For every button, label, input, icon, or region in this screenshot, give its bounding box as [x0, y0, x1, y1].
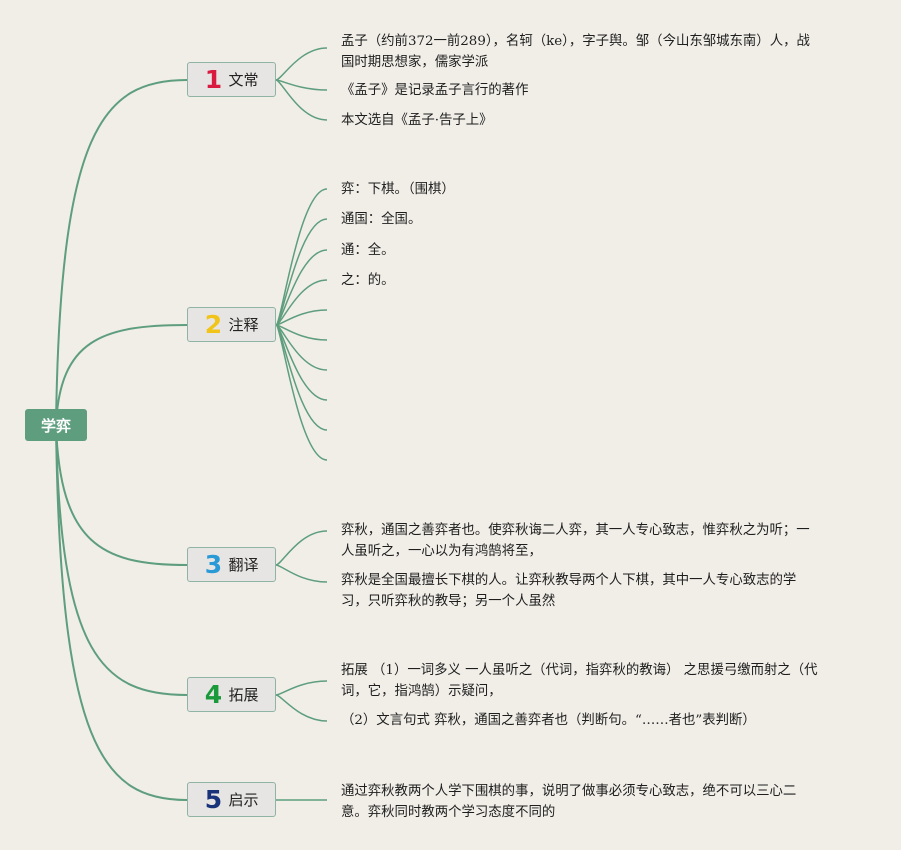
leaf-connector	[275, 324, 328, 341]
number-badge-5: 5	[204, 785, 223, 814]
leaf-text[interactable]: 通过弈秋教两个人学下围棋的事，说明了做事必须专心致志，绝不可以三心二意。弈秋同时…	[341, 782, 796, 823]
root-connector-3	[55, 424, 188, 566]
branch-node-1[interactable]: 1 文常	[187, 62, 276, 97]
leaf-line: 国时期思想家，儒家学派	[341, 54, 489, 70]
leaf-line: 弈：下棋。（围棋）	[341, 182, 455, 197]
number-badge-3: 3	[204, 550, 223, 579]
root-node[interactable]: 学弈	[25, 409, 87, 441]
branch-label-3: 翻译	[228, 556, 259, 574]
number-badge-2: 2	[204, 310, 223, 339]
branch-node-2[interactable]: 2 注释	[187, 307, 276, 342]
leaf-line: 孟子（约前372一前289），名轲（ke），字子舆。邹（今山东邹城东南）人，战	[341, 34, 810, 49]
leaf-line: 通过弈秋教两个人学下围棋的事，说明了做事必须专心致志，绝不可以三心二	[341, 784, 797, 799]
leaf-line: 弈秋，通国之善弈者也。使弈秋诲二人弈，其一人专心致志，惟弈秋之为听；一	[341, 523, 810, 538]
leaf-connector	[275, 324, 328, 461]
root-connector-5	[55, 424, 188, 801]
leaf-line: 人虽听之，一心以为有鸿鹄将至，	[341, 543, 542, 559]
leaf-text[interactable]: 《孟子》是记录孟子言行的著作	[341, 81, 528, 102]
number-badge-4: 4	[204, 680, 223, 709]
number-badge-1: 1	[204, 65, 223, 94]
root-connector-1	[55, 79, 188, 426]
root-label: 学弈	[40, 416, 71, 435]
leaf-text[interactable]: （2）文言句式 弈秋，通国之善弈者也（判断句。“……者也”表判断）	[341, 711, 756, 732]
leaf-connector	[275, 530, 328, 566]
leaf-text[interactable]: 弈秋，通国之善弈者也。使弈秋诲二人弈，其一人专心致志，惟弈秋之为听；一人虽听之，…	[341, 521, 810, 562]
branch-node-3[interactable]: 3 翻译	[187, 547, 276, 582]
leaf-line: 《孟子》是记录孟子言行的著作	[341, 83, 529, 98]
leaf-line: 本文选自《孟子·告子上》	[341, 113, 493, 128]
root-connector-4	[55, 424, 188, 696]
branch-label-1: 文常	[228, 71, 259, 89]
leaf-line: 词，它，指鸿鹄）示疑问，	[341, 683, 502, 699]
leaf-text[interactable]: 之：的。	[341, 271, 395, 292]
leaf-line: 弈秋是全国最擅长下棋的人。让弈秋教导两个人下棋，其中一人专心致志的学	[341, 573, 797, 588]
leaf-text[interactable]: 弈：下棋。（围棋）	[341, 180, 455, 201]
leaf-text[interactable]: 通：全。	[341, 241, 395, 262]
leaf-text[interactable]: 拓展 （1）一词多义 一人虽听之（代词，指弈秋的教诲） 之思援弓缴而射之（代词，…	[341, 661, 818, 702]
leaf-line: 习，只听弈秋的教导；另一个人虽然	[341, 593, 556, 609]
leaf-connector	[275, 47, 328, 81]
branch-label-2: 注释	[228, 316, 259, 334]
leaf-line: 通：全。	[341, 243, 395, 258]
leaf-connector	[275, 309, 328, 326]
leaf-connector	[275, 79, 328, 121]
leaf-line: 之：的。	[341, 273, 395, 288]
leaf-line: 通国：全国。	[341, 212, 422, 227]
leaf-connector	[275, 680, 328, 696]
leaf-text[interactable]: 孟子（约前372一前289），名轲（ke），字子舆。邹（今山东邹城东南）人，战国…	[341, 32, 810, 73]
leaf-line: 意。弈秋同时教两个学习态度不同的	[341, 804, 556, 820]
branch-node-5[interactable]: 5 启示	[187, 782, 276, 817]
root-connector-2	[55, 324, 188, 426]
leaf-text[interactable]: 本文选自《孟子·告子上》	[341, 111, 493, 132]
leaf-line: 拓展 （1）一词多义 一人虽听之（代词，指弈秋的教诲） 之思援弓缴而射之（代	[341, 663, 818, 678]
leaf-text[interactable]: 通国：全国。	[341, 210, 421, 231]
branch-label-5: 启示	[228, 791, 259, 809]
leaf-connector	[275, 564, 328, 583]
branch-label-4: 拓展	[228, 686, 259, 704]
leaf-text[interactable]: 弈秋是全国最擅长下棋的人。让弈秋教导两个人下棋，其中一人专心致志的学习，只听弈秋…	[341, 571, 796, 612]
leaf-connector	[275, 694, 328, 722]
branch-node-4[interactable]: 4 拓展	[187, 677, 276, 712]
leaf-line: （2）文言句式 弈秋，通国之善弈者也（判断句。“……者也”表判断）	[341, 713, 756, 728]
